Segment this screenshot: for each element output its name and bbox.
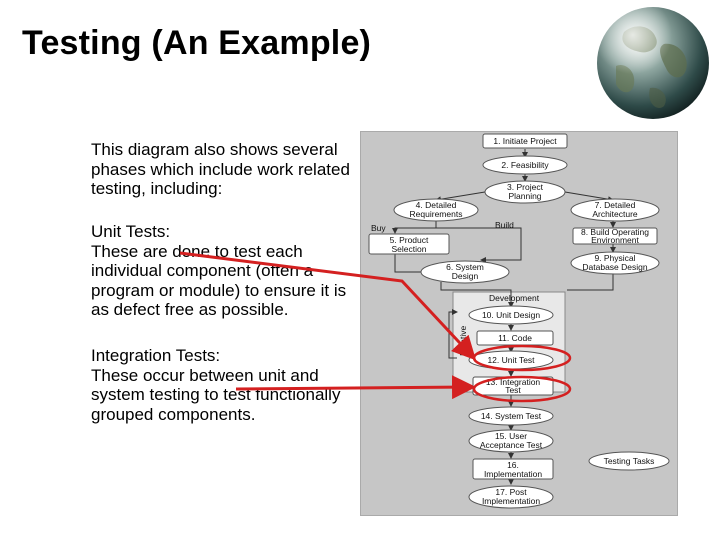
development-label: Development: [489, 293, 540, 303]
buy-label: Buy: [371, 223, 386, 233]
step-4-box: [393, 198, 479, 222]
step-13-label-line1: 13. Integration: [486, 377, 541, 387]
step-1-box: [482, 133, 568, 149]
build-label: Build: [495, 220, 514, 230]
step-15-label-line1: 15. User: [495, 431, 527, 441]
step-4-label-line1: 4. Detailed: [416, 200, 457, 210]
testing-tasks-label: Testing Tasks: [604, 456, 655, 466]
step-1-label: 1. Initiate Project: [493, 136, 557, 146]
step-13-label-line2: Test: [505, 385, 521, 395]
unit-tests-heading: Unit Tests:: [91, 222, 171, 241]
step-8-label-line1: 8. Build Operating: [581, 227, 649, 237]
step-14-box: [468, 406, 554, 426]
step-17-box: [468, 485, 554, 509]
step-8-label-line2: Environment: [591, 235, 639, 245]
step-7-label-line2: Architecture: [592, 209, 638, 219]
step-16-label-line1: 16.: [507, 460, 519, 470]
step-14-label: 14. System Test: [481, 411, 542, 421]
step-5-label-line1: 5. Product: [390, 235, 429, 245]
integration-tests-heading: Integration Tests:: [91, 346, 221, 365]
step-3-box: [484, 180, 566, 204]
intro-paragraph: This diagram also shows several phases w…: [91, 140, 350, 198]
step-9-box: [570, 251, 660, 275]
step-7-box: [570, 198, 660, 222]
iterative-label: Iterative: [458, 325, 468, 356]
step-2-label: 2. Feasibility: [501, 160, 549, 170]
step-10-label: 10. Unit Design: [482, 310, 540, 320]
step-2-box: [482, 155, 568, 175]
unit-tests-body: These are done to test each individual c…: [91, 241, 347, 320]
sdlc-diagram: 1. Initiate Project 2. Feasibility 3. Pr…: [360, 131, 678, 516]
integration-tests-body: These occur between unit and system test…: [91, 365, 341, 424]
step-3-label-line1: 3. Project: [507, 182, 544, 192]
sdlc-diagram-svg: 1. Initiate Project 2. Feasibility 3. Pr…: [368, 133, 670, 509]
step-11-label: 11. Code: [498, 333, 532, 343]
step-16-box: [472, 458, 554, 480]
unit-tests-paragraph: Unit Tests: These are done to test each …: [91, 222, 356, 320]
globe-image: [597, 7, 709, 119]
step-9-label-line2: Database Design: [582, 262, 647, 272]
testing-tasks-box: [588, 451, 670, 471]
step-4-label-line2: Requirements: [410, 209, 463, 219]
slide-title: Testing (An Example): [22, 24, 372, 62]
integration-tests-paragraph: Integration Tests: These occur between u…: [91, 346, 356, 424]
step-16-label-line2: Implementation: [484, 469, 542, 479]
step-15-box: [468, 429, 554, 453]
step-15-label-line2: Acceptance Test: [480, 440, 543, 450]
step-6-label-line2: Design: [452, 271, 479, 281]
step-17-label-line2: Implementation: [482, 496, 540, 506]
step-3-label-line2: Planning: [508, 191, 541, 201]
step-8-box: [572, 227, 658, 245]
step-5-label-line2: Selection: [392, 244, 427, 254]
step-17-label-line1: 17. Post: [495, 487, 527, 497]
step-9-label-line1: 9. Physical: [594, 253, 635, 263]
step-7-label-line1: 7. Detailed: [595, 200, 636, 210]
step-12-label: 12. Unit Test: [487, 355, 535, 365]
